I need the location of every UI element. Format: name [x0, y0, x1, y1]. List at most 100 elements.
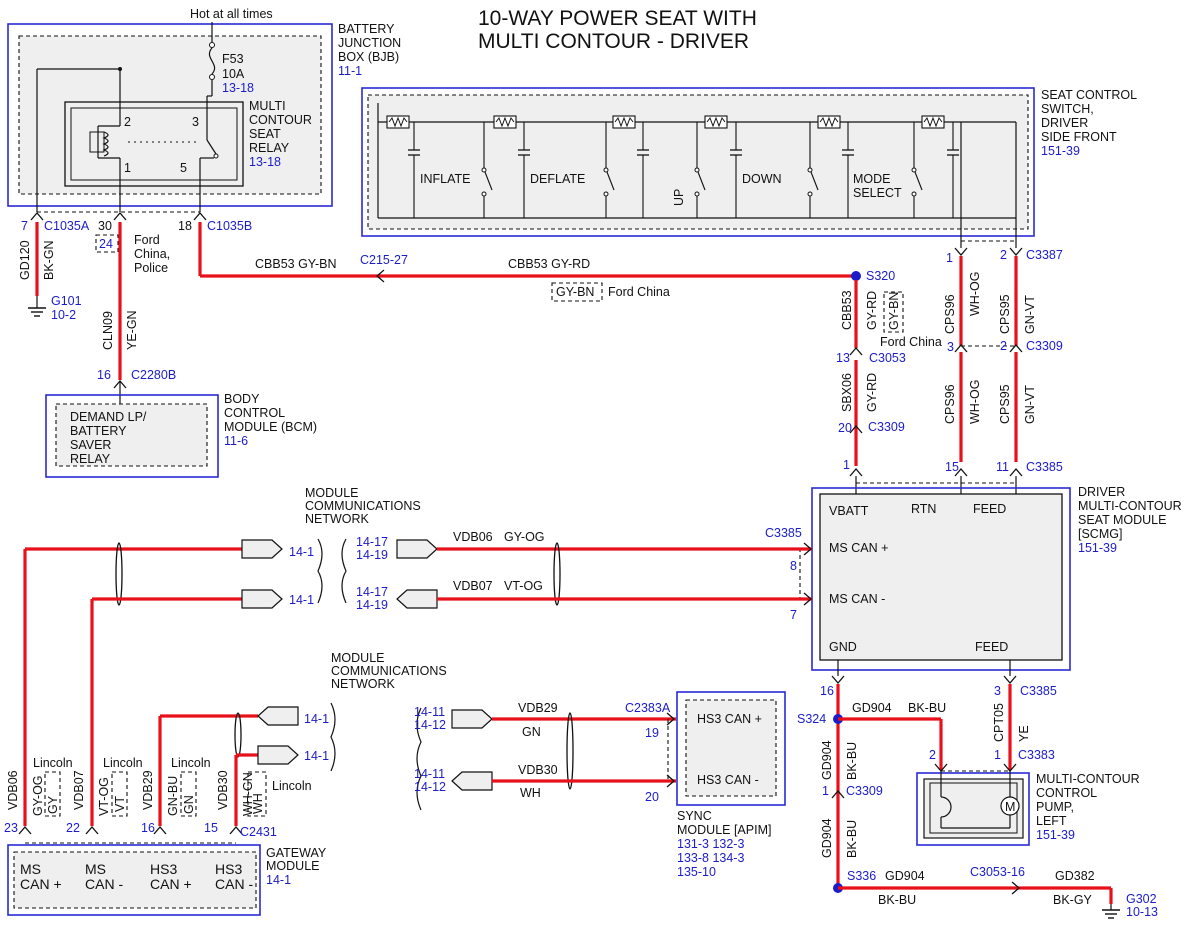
gw-lincoln-1: Lincoln — [33, 756, 73, 770]
scmg-rtn: RTN — [911, 502, 936, 516]
gw-lincoln-2: Lincoln — [103, 756, 143, 770]
battery-junction-box: Hot at all times F53 10A 13-18 2 3 1 5 M… — [7, 7, 401, 212]
s320-label: S320 — [866, 269, 895, 283]
scmg-c3385: C3385 — [765, 526, 802, 540]
c1035a-id: C1035A — [44, 219, 90, 233]
b-ye: YE — [1017, 725, 1031, 742]
relay-pin-5: 5 — [180, 161, 187, 175]
gw-canp-2: CAN + — [150, 876, 192, 892]
sync-vdb30: VDB30 — [518, 763, 558, 777]
c1035a-pin: 7 — [21, 219, 28, 233]
pump-name-1: MULTI-CONTOUR — [1036, 772, 1140, 786]
switch-caps — [408, 122, 959, 218]
scmg-pin8: 8 — [790, 559, 797, 573]
sync-ref-3: 135-10 — [677, 865, 716, 879]
b-g302: G302 — [1126, 892, 1157, 906]
sync-hs3n: HS3 CAN - — [697, 773, 759, 787]
fuse-rating: 10A — [222, 67, 245, 81]
switch-name-1: SEAT CONTROL — [1041, 88, 1137, 102]
sync-refs-b1: 14-11 — [414, 767, 445, 781]
mscan-minus-left-connector — [241, 589, 283, 609]
gybn-alt-box-v — [883, 291, 904, 333]
c3053-pin: 13 — [836, 351, 850, 365]
b-bkbu-v2: BK-BU — [845, 820, 859, 858]
scmg-name-1: DRIVER — [1078, 485, 1125, 499]
gw-ms-2: MS — [85, 861, 106, 877]
cbb53-v-alt: GY-BN — [887, 292, 901, 330]
cps95-color-2: GN-VT — [1023, 385, 1037, 424]
sync-ref-2: 133-8 134-3 — [677, 851, 744, 865]
gw-lincoln-3: Lincoln — [171, 756, 211, 770]
gw-net-2: COMMUNICATIONS — [331, 664, 447, 678]
sync-twisted-pair — [566, 712, 574, 790]
switch-inflate: INFLATE — [420, 172, 470, 186]
opt24-label-3: Police — [134, 261, 168, 275]
c1035b-pin: 18 — [178, 219, 192, 233]
pump-name-4: LEFT — [1036, 814, 1067, 828]
b-pump-pin2: 2 — [929, 748, 936, 762]
b-g302-ref: 10-13 — [1126, 905, 1158, 919]
seat-control-switch: INFLATE DEFLATE UP DOWN MODE SELECT SEAT… — [361, 87, 1137, 248]
bjb-connectors: 7 C1035A 30 18 C1035B 24 Ford China, Pol… — [21, 211, 252, 275]
cbb53-v-color: GY-RD — [865, 291, 879, 330]
c3309a-id: C3309 — [868, 420, 905, 434]
mscan-refs-b2: 14-19 — [356, 598, 388, 612]
mscan-refs-a1: 14-17 — [356, 535, 388, 549]
gw-ref-1: 14-1 — [304, 712, 329, 726]
cps95-color: GN-VT — [1023, 295, 1037, 334]
b-gd904-h: GD904 — [852, 701, 892, 715]
b-gd904-v2: GD904 — [820, 818, 834, 858]
relay-name-2: CONTOUR — [249, 113, 312, 127]
cbb53-gybn-label: CBB53 GY-BN — [255, 257, 337, 271]
cln09-circuit: CLN09 YE-GN 16 C2280B — [97, 222, 176, 404]
c2280b-id: C2280B — [131, 368, 176, 382]
scmg-name-4: [SCMG] — [1078, 527, 1122, 541]
switch-name-3: DRIVER — [1041, 116, 1088, 130]
switch-ref: 151-39 — [1041, 144, 1080, 158]
gw-canp-1: CAN + — [20, 876, 62, 892]
pump-name-2: CONTROL — [1036, 786, 1097, 800]
gw-lincoln-4: Lincoln — [272, 779, 312, 793]
gybn-alt-note: Ford China — [608, 285, 670, 299]
cps96-circuit-2: CPS96 — [943, 384, 957, 424]
gateway-network: MODULE COMMUNICATIONS NETWORK 14-1 14-1 … — [4, 651, 447, 916]
scmg-feed-bottom: FEED — [975, 640, 1008, 654]
gd120-circuit: GD120 BK-GN G101 10-2 — [18, 222, 82, 322]
scmg-vbatt: VBATT — [829, 504, 869, 518]
bjb-inner — [18, 35, 322, 195]
gw-vdb06: VDB06 — [6, 770, 20, 810]
sync-ref-1: 131-3 132-3 — [677, 837, 744, 851]
gw-gnbu: GN-BU — [166, 776, 180, 816]
bjb-ref: 11-1 — [338, 64, 362, 78]
mscan-ref-1: 14-1 — [289, 545, 314, 559]
cps95-circuit-2: CPS95 — [998, 384, 1012, 424]
gw-pin-22: 22 — [66, 821, 80, 835]
pump-ref: 151-39 — [1036, 828, 1075, 842]
c3309a-pin: 20 — [838, 421, 852, 435]
resistor-zigzag — [923, 116, 943, 128]
opt24-box — [95, 234, 119, 253]
gybn-alt-box — [551, 282, 603, 302]
sync-hs3-minus-connector — [451, 771, 493, 791]
s320-splice — [851, 271, 861, 281]
switch-contact — [810, 171, 819, 191]
gw-net-3: NETWORK — [331, 677, 396, 691]
gw-vtog: VT-OG — [97, 777, 111, 816]
resistor-zigzag — [706, 116, 726, 128]
opt24-label-2: China, — [134, 247, 170, 261]
b-gd904-v1: GD904 — [820, 740, 834, 780]
sync-refs-b2: 14-12 — [414, 780, 446, 794]
relay-pin-1: 1 — [124, 161, 131, 175]
opt24-label-1: Ford — [134, 233, 160, 247]
mscan-net-3: NETWORK — [305, 512, 370, 526]
scmg-pin7: 7 — [790, 608, 797, 622]
gw-ms-1: MS — [20, 861, 41, 877]
gw-cann-2: CAN - — [215, 876, 253, 892]
c3385-pin1: 1 — [843, 458, 850, 472]
bcm-inner-3: SAVER — [70, 438, 111, 452]
gw-pin-23: 23 — [4, 821, 18, 835]
hs3-plus-gw-connector — [257, 706, 299, 726]
gd120-circuit-label: GD120 — [18, 240, 32, 280]
switch-mode: MODE — [853, 172, 891, 186]
cps96-circuit: CPS96 — [943, 294, 957, 334]
